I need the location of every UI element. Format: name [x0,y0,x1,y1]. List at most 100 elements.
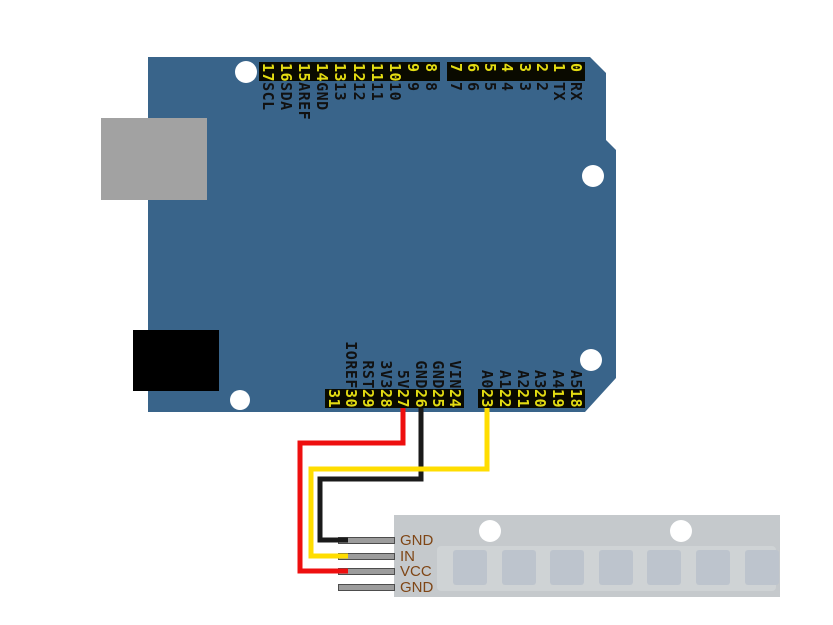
pin-number: 22 [495,388,514,408]
pin-label: GND [411,360,430,389]
led-square [744,550,779,585]
pin-number: 12 [349,63,368,83]
pin-label: 7 [446,82,465,92]
pin-number: 24 [446,388,465,408]
strip-mounting-hole [479,520,501,542]
pin-number: 8 [421,63,440,73]
pin-label: 12 [349,82,368,102]
pin-number: 19 [549,388,568,408]
pin-number: 0 [567,63,586,73]
strip-mounting-hole [670,520,692,542]
pin-label: A0 [477,369,496,389]
pin-number: 10 [385,63,404,83]
pin-label: TX [550,82,569,102]
strip-pin-vcc [338,568,395,575]
pin-10-10: 1010 [385,63,404,102]
pin-label: GND [428,360,447,389]
pin-label: 6 [463,82,482,92]
pin-number: 20 [531,388,550,408]
pin-11-11: 1111 [367,63,386,102]
pin-label: VIN [446,360,465,389]
pin-8-8: 88 [421,63,440,92]
pin-number: 28 [376,388,395,408]
pin-label: A4 [549,369,568,389]
pin-number: 13 [331,63,350,83]
pin-12-12: 1212 [349,63,368,102]
led-square [453,550,487,585]
led-square [550,550,585,585]
pin-20-a3: A320 [531,288,550,408]
pin-28-3v3: 3V328 [376,288,395,408]
pin-17-scl: 17SCL [259,63,278,111]
pin-label: A1 [495,369,514,389]
pin-label: 5 [481,82,500,92]
pin-number: 26 [411,388,430,408]
pin-label: 13 [331,82,350,102]
led-square [501,550,536,585]
led-square [696,550,730,585]
pad-label-gnd-bottom: GND [400,578,434,596]
pin-label: RX [567,82,586,102]
led-square [598,550,633,585]
pin-number: 17 [259,63,278,83]
pin-29-rst: RST29 [359,288,378,408]
pin-18-a5: A518 [567,288,586,408]
pin-7-7: 77 [446,63,465,92]
pin-label: 3V3 [376,360,395,389]
pin-1-tx: 1TX [550,63,569,102]
pin-label: GND [313,82,332,111]
pin-label: 11 [367,82,386,102]
digital-header-8-17-strip [259,62,440,81]
pin-0-rx: 0RX [567,63,586,102]
pin-label: 9 [403,82,422,92]
pin-27-5v: 5V27 [394,288,413,408]
pin-label: 8 [421,82,440,92]
pin-9-9: 99 [403,63,422,92]
pin-number: 9 [403,63,422,73]
analog-header-strip [478,389,585,408]
usb-connector [101,118,207,200]
pin-26-gnd: GND26 [411,288,430,408]
pin-label: 3 [515,82,534,92]
pin-label: 4 [498,82,517,92]
pin-number: 14 [313,63,332,83]
pad-label-vcc: VCC [400,563,432,580]
pin-label: 2 [532,82,551,92]
pin-13-13: 1313 [331,63,350,102]
pin-label: A2 [513,369,532,389]
pin-21-a2: A221 [513,288,532,408]
pin-15-aref: 15AREF [295,63,314,120]
pin-number: 31 [324,388,343,408]
pad-label-in: IN [400,547,415,565]
pin-14-gnd: 14GND [313,63,332,111]
pin-number: 18 [567,388,586,408]
pin-number: 5 [481,63,500,73]
pin-30-ioref: IOREF30 [342,288,360,408]
pin-number: 29 [359,388,378,408]
mounting-hole [230,390,250,410]
strip-pin-in [338,552,395,560]
power-header-strip [325,389,464,408]
pin-5-5: 55 [481,63,500,92]
pin-label: 10 [385,82,404,102]
pad-label-gnd-top: GND [400,532,434,549]
pin-label: A3 [531,369,550,389]
strip-pin-gnd [338,537,395,544]
pin-number: 25 [428,388,447,408]
pin-label: SCL [259,82,278,111]
pin-number: 16 [277,63,296,83]
pin-24-vin: VIN24 [446,288,465,408]
mounting-hole [582,165,604,187]
pin-4-4: 44 [498,63,517,92]
pin-23-a0: A023 [477,288,496,408]
pin-25-gnd: GND25 [428,288,447,408]
pin-22-a1: A122 [495,288,514,408]
pin-31: 31 [324,288,343,408]
pin-number: 21 [513,388,532,408]
pin-number: 15 [295,63,314,83]
pin-3-3: 33 [515,63,534,92]
pin-number: 4 [498,63,517,73]
pin-number: 27 [394,388,413,408]
pin-label: RST [359,360,378,389]
